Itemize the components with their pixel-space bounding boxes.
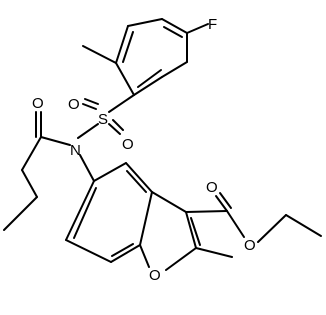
bond <box>122 31 134 63</box>
bond <box>195 247 233 258</box>
bond <box>133 76 163 96</box>
furan-oxygen-label: O <box>149 267 161 284</box>
bond <box>226 210 245 238</box>
bond <box>115 62 135 96</box>
bond <box>111 243 134 257</box>
bond <box>257 214 287 243</box>
bond <box>3 196 38 231</box>
bond <box>77 123 99 139</box>
bond <box>139 244 150 268</box>
bond <box>65 180 95 241</box>
bond <box>82 45 117 64</box>
bond <box>73 187 97 239</box>
ester-oxygen-label: O <box>244 237 256 254</box>
bond <box>186 23 209 34</box>
bond <box>112 119 124 131</box>
bond <box>21 136 42 171</box>
bond <box>139 191 153 246</box>
bond <box>215 195 228 212</box>
fluorine-label: F <box>208 16 217 33</box>
bond <box>285 214 322 237</box>
bond <box>108 123 121 135</box>
sulfur-label: S <box>98 111 108 128</box>
bond <box>108 94 135 113</box>
bond <box>161 61 188 78</box>
bond <box>127 18 163 27</box>
sulfonyl-oxygen-left-label: O <box>68 96 80 113</box>
bond <box>219 192 232 209</box>
bond <box>185 211 197 249</box>
nitrogen-label: N <box>70 142 81 159</box>
amide-oxygen-label: O <box>32 95 44 112</box>
bond <box>163 26 183 38</box>
bond <box>93 162 127 182</box>
bond <box>185 210 228 213</box>
bond <box>40 136 71 146</box>
bond <box>110 244 141 263</box>
bond <box>137 69 162 88</box>
bond <box>21 169 38 198</box>
bond <box>151 191 187 213</box>
bond <box>190 217 201 246</box>
bond <box>115 25 129 64</box>
bond <box>65 239 112 263</box>
bond <box>84 98 99 105</box>
bond <box>125 162 153 193</box>
bond <box>126 170 147 193</box>
bond <box>165 247 197 271</box>
bond <box>82 103 97 110</box>
sulfonyl-oxygen-right-label: O <box>122 136 134 153</box>
ester-carbonyl-oxygen-label: O <box>206 179 218 196</box>
bond <box>161 18 188 34</box>
bond <box>79 154 95 182</box>
